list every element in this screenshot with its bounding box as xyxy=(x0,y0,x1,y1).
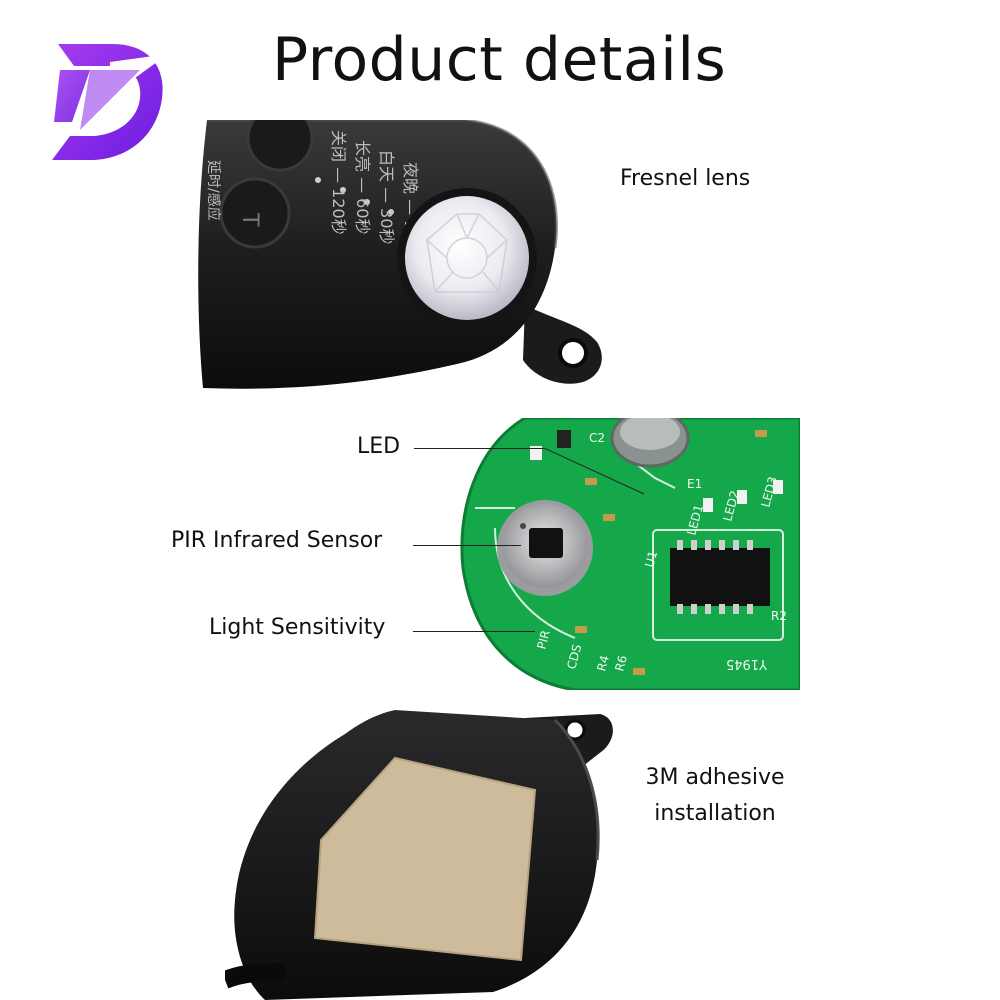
svg-text:R6: R6 xyxy=(612,654,630,673)
svg-text:U1: U1 xyxy=(642,549,660,568)
svg-text:Y1945: Y1945 xyxy=(726,656,768,671)
svg-text:R2: R2 xyxy=(771,609,787,623)
svg-text:CDS: CDS xyxy=(564,643,584,671)
device-back-photo xyxy=(225,710,613,1000)
scale-label: 长亮 — 60秒 xyxy=(353,140,372,235)
adhesive-caption-line-1: 3M adhesive xyxy=(645,765,785,790)
svg-text:C2: C2 xyxy=(589,431,605,445)
fresnel-lens-caption: Fresnel lens xyxy=(620,166,751,191)
scale-label: 关闭 — 120秒 xyxy=(329,130,348,235)
svg-text:E1: E1 xyxy=(687,477,702,491)
callout-led: LED xyxy=(357,434,401,459)
scale-label: 白天 — 30秒 xyxy=(377,150,396,245)
adhesive-caption-line-2: installation xyxy=(654,801,776,826)
svg-text:R4: R4 xyxy=(594,654,612,673)
brand-logo-icon xyxy=(52,44,168,160)
callout-pir-sensor: PIR Infrared Sensor xyxy=(171,528,383,553)
svg-text:PIR: PIR xyxy=(534,629,552,651)
adhesive-caption: 3M adhesive installation xyxy=(620,760,810,832)
svg-text:T: T xyxy=(237,212,262,227)
callout-light-sensitivity-leader xyxy=(413,631,535,632)
device-front-photo: T 夜晚 — 15秒 白天 — 30秒 长亮 — 60秒 关闭 — 120秒 延… xyxy=(198,120,602,389)
callout-led-leader xyxy=(414,448,544,449)
side-text: 延时/感应 xyxy=(205,160,222,221)
pcb-board-photo: LED1 LED2 LED3 U1 R2 Y1945 PIR CDS R4 R6… xyxy=(460,418,800,690)
page-title: Product details xyxy=(272,25,727,95)
callout-led-leader-tail xyxy=(544,448,645,495)
callout-pir-sensor-leader xyxy=(413,545,521,546)
callout-light-sensitivity: Light Sensitivity xyxy=(209,615,386,640)
